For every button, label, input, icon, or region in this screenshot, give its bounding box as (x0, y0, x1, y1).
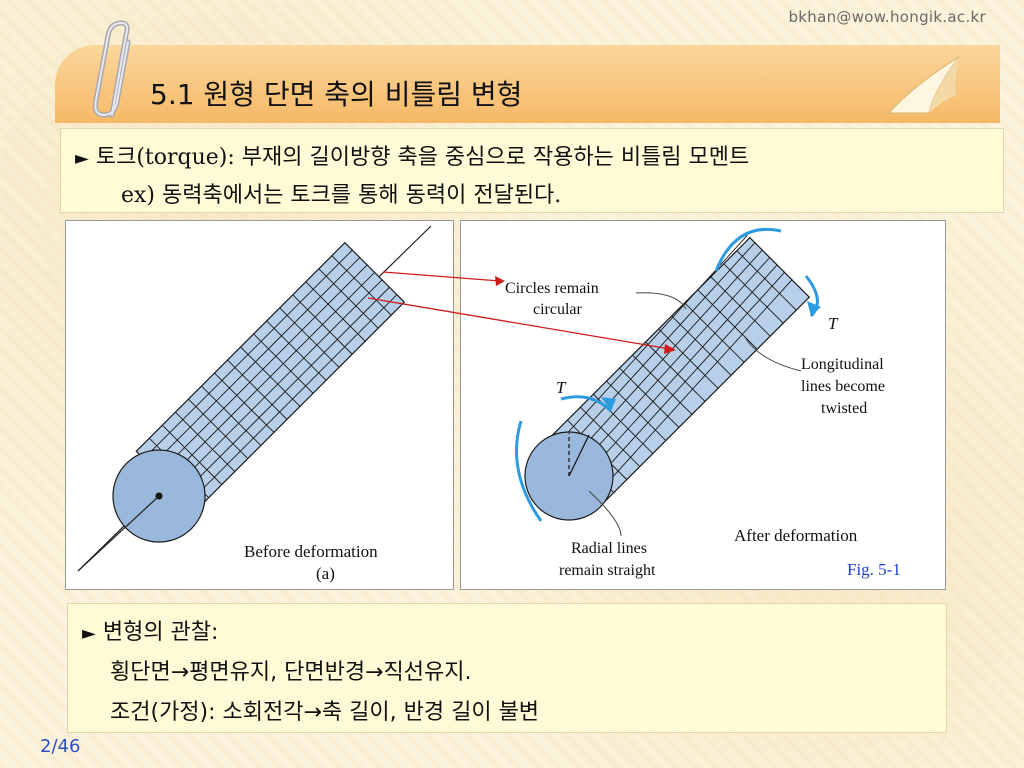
page-curl-icon (887, 56, 960, 114)
page-title: 5.1 원형 단면 축의 비틀림 변형 (150, 78, 523, 111)
definition-text: 부재의 길이방향 축을 중심으로 작용하는 비틀림 모멘트 (241, 145, 750, 170)
definition-line: ► 토크(torque): 부재의 길이방향 축을 중심으로 작용하는 비틀림 … (75, 139, 749, 171)
label-radial-1: Radial lines (571, 540, 647, 557)
label-longitudinal-1: Longitudinal (801, 356, 884, 373)
torque-label-right: T (828, 314, 839, 333)
title-band (55, 45, 1000, 123)
torque-label-left: T (556, 378, 567, 397)
label-circles-1: Circles remain (505, 280, 599, 297)
definition-example: ex) 동력축에서는 토크를 통해 동력이 전달된다. (121, 183, 562, 208)
before-sublabel: (a) (316, 564, 335, 583)
author-email: bkhan@wow.hongik.ac.kr (788, 8, 986, 26)
label-circles-2: circular (533, 301, 583, 318)
torque-arrow-right (714, 227, 782, 272)
figure-after-panel: T T Circles remain circular Longitudinal… (460, 220, 946, 590)
torque-arrow-left (515, 420, 543, 522)
shaft-before-diagram: Before deformation (a) (77, 225, 432, 583)
observation-heading-line: ► 변형의 관찰: (82, 614, 218, 646)
label-longitudinal-3: twisted (821, 400, 867, 417)
paperclip-icon (92, 20, 131, 118)
observation-heading: 변형의 관찰: (102, 620, 219, 645)
shaft-after-diagram: T T Circles remain circular Longitudinal… (505, 227, 901, 579)
figure-before-panel: Before deformation (a) (65, 220, 454, 590)
page-number: 2/46 (40, 736, 81, 757)
figure-number: Fig. 5-1 (847, 560, 901, 579)
label-longitudinal-2: lines become (801, 378, 885, 395)
observation-box: ► 변형의 관찰: 횡단면→평면유지, 단면반경→직선유지. 조건(가정): 소… (67, 603, 947, 733)
observation-line-2: 조건(가정): 소회전각→축 길이, 반경 길이 불변 (110, 700, 540, 725)
definition-term: 토크(torque): (95, 145, 235, 170)
before-caption: Before deformation (244, 542, 378, 561)
definition-box: ► 토크(torque): 부재의 길이방향 축을 중심으로 작용하는 비틀림 … (60, 128, 1004, 213)
observation-line-1: 횡단면→평면유지, 단면반경→직선유지. (110, 660, 472, 685)
bullet-icon: ► (75, 148, 89, 169)
label-radial-2: remain straight (559, 562, 656, 579)
bullet-icon: ► (82, 623, 96, 644)
after-caption: After deformation (734, 526, 858, 545)
